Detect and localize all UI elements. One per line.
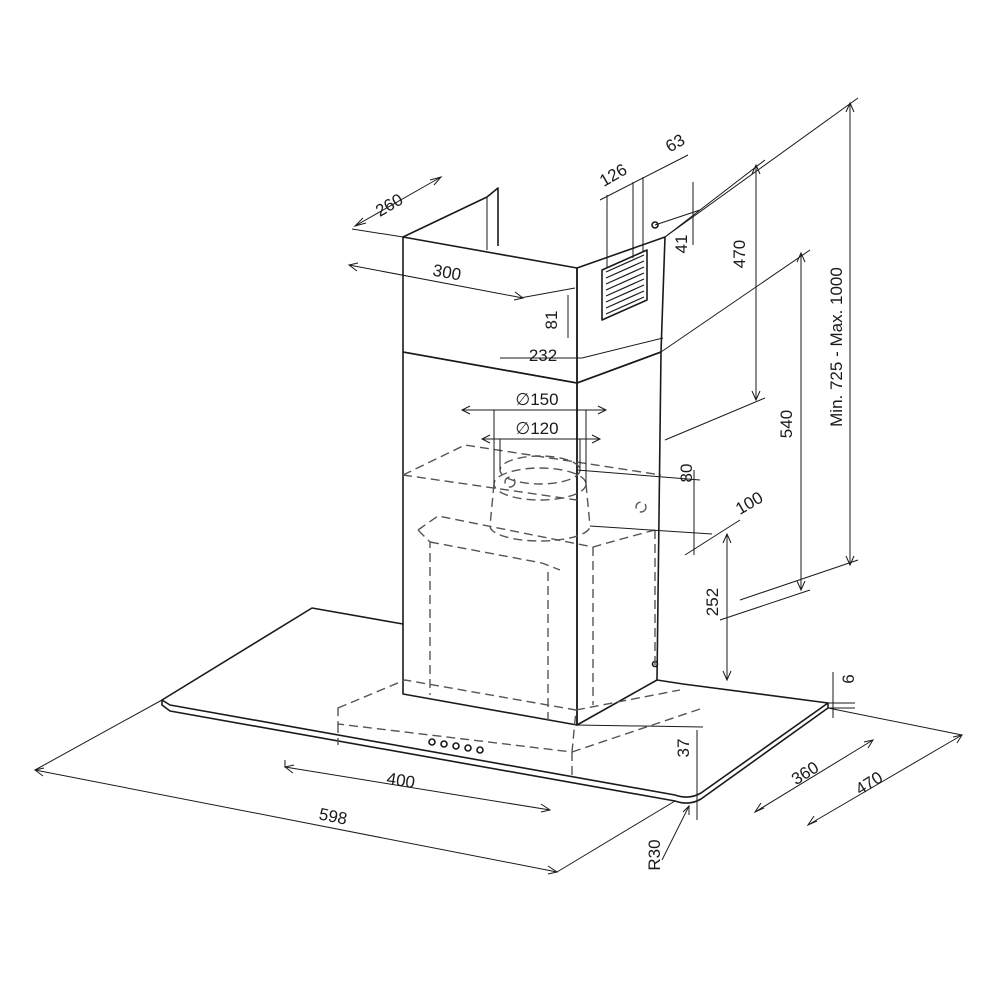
hidden-control-box <box>337 679 704 780</box>
dim-label-min-max: Min. 725 - Max. 1000 <box>827 267 846 427</box>
dim-label-80: 80 <box>677 464 696 483</box>
dim-label-diameter-150: ∅150 <box>515 390 558 409</box>
dim-label-126: 126 <box>596 160 630 191</box>
vent-grille <box>601 221 659 321</box>
dim-label-300: 300 <box>431 261 462 285</box>
dim-label-400: 400 <box>385 769 416 792</box>
dim-label-232: 232 <box>529 346 557 365</box>
dim-label-470-bottom: 470 <box>852 768 886 799</box>
dimension-lines <box>33 97 964 875</box>
control-buttons <box>428 738 484 754</box>
dim-label-63: 63 <box>662 130 688 156</box>
dim-label-100: 100 <box>732 488 766 519</box>
glass-canopy <box>161 607 829 804</box>
dim-label-360: 360 <box>788 758 822 789</box>
dim-label-r30: R30 <box>645 839 664 870</box>
dim-label-6: 6 <box>839 674 858 683</box>
dim-label-37: 37 <box>674 739 693 758</box>
dim-label-598: 598 <box>317 805 348 829</box>
dim-label-470-top: 470 <box>730 240 749 268</box>
hidden-internal-motor <box>402 444 662 720</box>
dim-label-diameter-120: ∅120 <box>515 419 558 438</box>
dim-label-252: 252 <box>703 588 722 616</box>
dim-label-41: 41 <box>672 235 691 254</box>
dim-label-260: 260 <box>372 190 406 221</box>
dim-label-540: 540 <box>777 410 796 438</box>
dim-label-81: 81 <box>542 311 561 330</box>
